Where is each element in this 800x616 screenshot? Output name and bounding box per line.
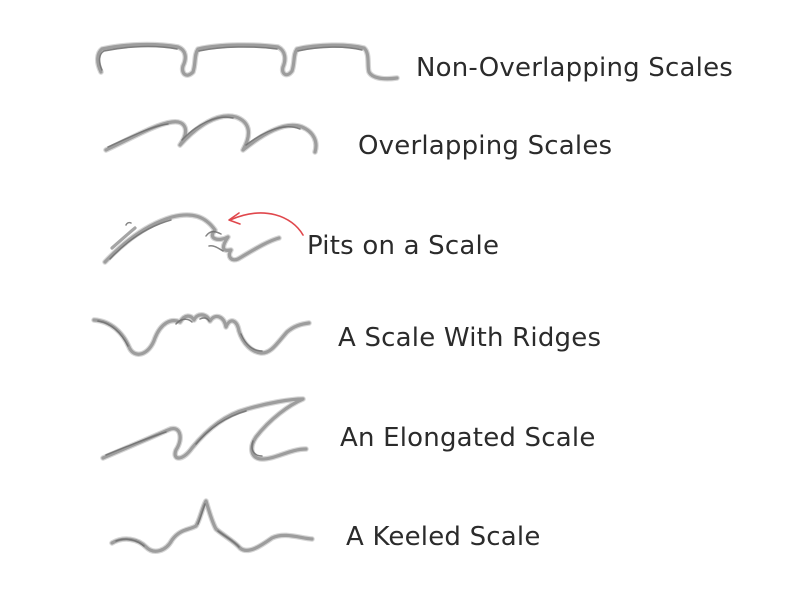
label-elongated-scale: An Elongated Scale <box>340 423 596 453</box>
label-pits-on-scale: Pits on a Scale <box>307 231 500 261</box>
arrow-head <box>228 212 241 225</box>
sketch-elongated-scale <box>100 396 309 462</box>
sketch-overlapping-scales <box>103 113 319 155</box>
label-keeled-scale: A Keeled Scale <box>346 522 541 552</box>
label-non-overlapping-scales: Non-Overlapping Scales <box>416 53 734 83</box>
pits-arrow-icon <box>228 212 304 236</box>
arrow-curve <box>229 212 304 236</box>
sketch-keeled-scale <box>109 498 315 554</box>
sketch-non-overlapping-scales <box>95 41 400 82</box>
sketch-scale-with-ridges <box>91 312 312 357</box>
label-scale-with-ridges: A Scale With Ridges <box>338 323 602 353</box>
label-overlapping-scales: Overlapping Scales <box>358 131 613 161</box>
sketch-pits-on-scale <box>102 212 282 265</box>
